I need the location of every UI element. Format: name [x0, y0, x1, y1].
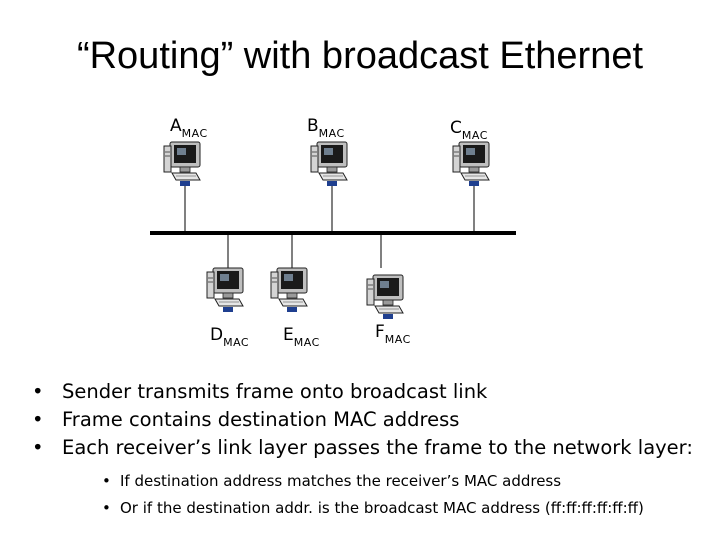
- host-label-d: DMAC: [210, 325, 250, 349]
- bullet-list: Sender transmits frame onto broadcast li…: [32, 378, 693, 522]
- bullet-item: Sender transmits frame onto broadcast li…: [32, 378, 693, 406]
- bullet-item: Each receiver’s link layer passes the fr…: [32, 434, 693, 522]
- sub-bullet-list: If destination address matches the recei…: [62, 468, 693, 522]
- computer-icon-c: [452, 141, 490, 187]
- slide-title: “Routing” with broadcast Ethernet: [76, 35, 644, 77]
- sub-bullet-item: Or if the destination addr. is the broad…: [62, 495, 693, 522]
- computer-icon-d: [206, 267, 244, 313]
- host-label-c: CMAC: [450, 118, 488, 142]
- computer-icon-a: [163, 141, 201, 187]
- computer-icon-b: [310, 141, 348, 187]
- computer-icon-f: [366, 274, 404, 320]
- bullet-item: Frame contains destination MAC address: [32, 406, 693, 434]
- host-label-b: BMAC: [307, 116, 345, 140]
- computer-icon-e: [270, 267, 308, 313]
- bullet-text: Each receiver’s link layer passes the fr…: [62, 436, 693, 459]
- host-label-f: FMAC: [375, 322, 411, 346]
- host-label-e: EMAC: [283, 325, 320, 349]
- sub-bullet-item: If destination address matches the recei…: [62, 468, 693, 495]
- host-label-a: AMAC: [170, 116, 208, 140]
